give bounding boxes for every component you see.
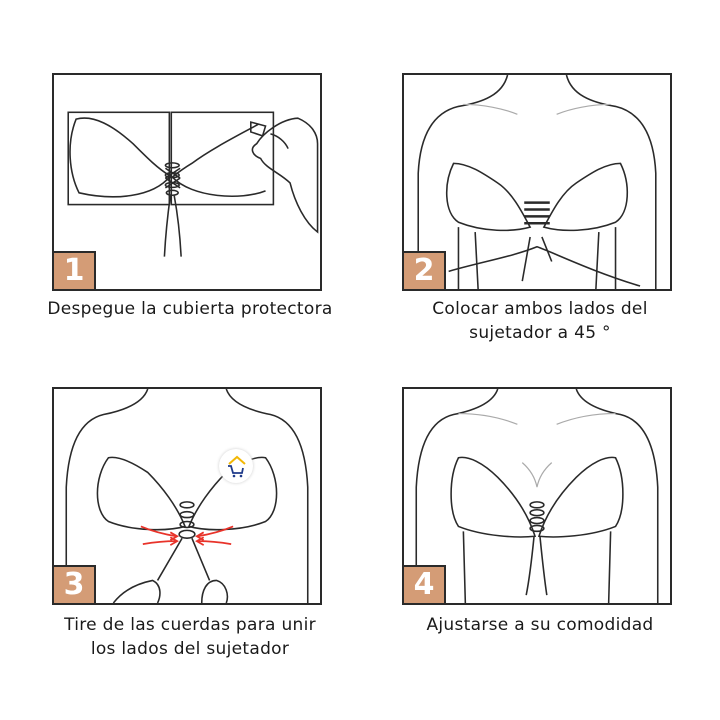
torso-pulling-strings-icon [65,389,309,603]
step-3-number-badge: 3 [54,565,96,603]
step-1-caption-line1: Despegue la cubierta protectora [47,299,333,319]
step-2-caption-line1: Colocar ambos lados del [432,299,648,319]
step-3-caption: Tire de las cuerdas para unir los lados … [40,613,340,661]
torso-placing-bra-icon [417,75,657,289]
step-4-number-badge: 4 [404,565,446,603]
step-4-caption-line1: Ajustarse a su comodidad [426,615,654,635]
step-2-caption-line2: sujetador a 45 ° [469,323,611,343]
step-3-caption-line1: Tire de las cuerdas para unir [64,615,316,635]
torso-adjusted-bra-icon [415,389,659,603]
step-4-illustration: 4 [402,387,672,605]
step-2-illustration: 2 [402,73,672,291]
step-1-number-badge: 1 [54,251,96,289]
step-3-caption-line2: los lados del sujetador [90,639,290,659]
house-cart-logo-icon [219,449,253,483]
step-2-number-badge: 2 [404,251,446,289]
step-4-caption: Ajustarse a su comodidad [390,613,690,637]
bra-with-protective-film-icon [67,111,319,257]
step-2-caption: Colocar ambos lados del sujetador a 45 ° [390,297,690,345]
step-1-illustration: 1 [52,73,322,291]
step-3-illustration: 3 [52,387,322,605]
step-1-caption: Despegue la cubierta protectora [40,297,340,321]
